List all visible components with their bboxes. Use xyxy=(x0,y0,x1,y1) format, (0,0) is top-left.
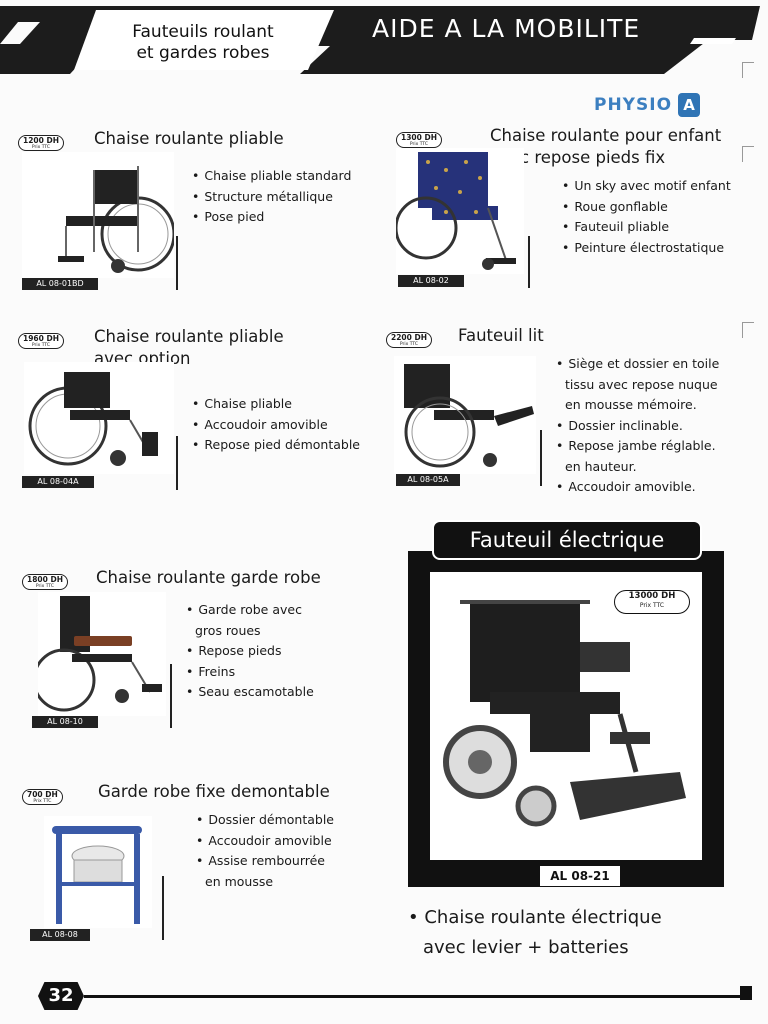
feature-list: Garde robe avec gros roues Repose pieds … xyxy=(186,600,314,703)
feature-item: Seau escamotable xyxy=(186,682,313,703)
brand-name: PHYSIO xyxy=(594,95,673,115)
page-title: AIDE A LA MOBILITE xyxy=(372,14,641,43)
feature-item: en mousse xyxy=(205,873,274,889)
feature-item: tissu avec repose nuque xyxy=(565,376,718,392)
feature-item: Repose pieds xyxy=(186,641,314,662)
feature-item: en mousse mémoire. xyxy=(565,397,697,412)
divider xyxy=(528,236,530,288)
divider xyxy=(176,236,178,290)
feature-item: Pose pied xyxy=(192,207,351,228)
product-code: AL 08-04A xyxy=(22,476,94,488)
feature-list: Siège et dossier en toile tissu avec rep… xyxy=(556,354,719,498)
category-title: Fauteuils roulant et gardes robes xyxy=(108,22,298,64)
product-code: AL 08-05A xyxy=(396,474,460,486)
feature-list: Dossier démontable Accoudoir amovible As… xyxy=(196,810,334,892)
category-line-1: Fauteuils roulant xyxy=(132,22,274,42)
feature-item: Chaise pliable xyxy=(192,394,360,415)
product-code: AL 08-21 xyxy=(540,866,620,886)
feature-item: Repose jambe réglable. xyxy=(556,436,719,457)
commode-chair-image xyxy=(44,816,152,928)
brand-badge-icon: A xyxy=(678,93,701,117)
product-code: AL 08-10 xyxy=(32,716,98,728)
feature-item: Peinture électrostatique xyxy=(562,238,731,259)
electric-wheelchair-image xyxy=(443,600,686,827)
margin-mark xyxy=(742,146,754,162)
child-wheelchair-image xyxy=(396,148,524,274)
margin-mark xyxy=(742,322,754,338)
feature-list: Chaise pliable standard Structure métall… xyxy=(192,166,351,228)
feature-item: Assise rembourrée xyxy=(196,851,334,872)
feature-item: Garde robe avec xyxy=(186,600,314,621)
footer-line xyxy=(84,995,740,998)
category-line-2: et gardes robes xyxy=(136,43,270,63)
feature-item: Siège et dossier en toile xyxy=(556,354,719,375)
product-code: AL 08-08 xyxy=(30,929,90,941)
divider xyxy=(162,876,164,940)
feature-list: Chaise pliable Accoudoir amovible Repose… xyxy=(192,394,360,456)
feature-item: Accoudoir amovible xyxy=(192,415,360,436)
product-title: Fauteuil lit xyxy=(458,326,544,345)
feature-item: Freins xyxy=(186,662,314,683)
feature-item: Dossier démontable xyxy=(196,810,334,831)
feature-item: gros roues xyxy=(195,622,261,638)
feature-item: Structure métallique xyxy=(192,187,351,208)
header-banner xyxy=(0,6,760,74)
footer-mark xyxy=(740,986,752,1000)
product-code: AL 08-02 xyxy=(398,275,464,287)
divider xyxy=(540,430,542,486)
feature-item: Fauteuil pliable xyxy=(562,217,731,238)
feature-item: Accoudoir amovible xyxy=(196,831,334,852)
product-code: AL 08-01BD xyxy=(22,278,98,290)
divider xyxy=(170,664,172,728)
feature-item: Dossier inclinable. xyxy=(556,416,719,437)
product-title: Chaise roulante garde robe xyxy=(96,568,321,587)
product-title: Chaise roulante pliable xyxy=(94,129,284,148)
electric-wheelchair-title: Fauteuil électrique xyxy=(432,520,702,560)
electric-wheelchair-description: • Chaise roulante électrique avec levier… xyxy=(408,907,662,958)
brand-logo: PHYSIO A xyxy=(594,90,701,120)
page-number: 32 xyxy=(38,982,84,1010)
feature-list: Un sky avec motif enfant Roue gonflable … xyxy=(562,176,731,259)
feature-item: Repose pied démontable xyxy=(192,435,360,456)
feature-item: Roue gonflable xyxy=(562,197,731,218)
feature-item: Chaise pliable standard xyxy=(192,166,351,187)
feature-item: Accoudoir amovible. xyxy=(556,477,719,498)
feature-item: Un sky avec motif enfant xyxy=(562,176,730,197)
margin-mark xyxy=(742,62,754,78)
wheelchair-with-options-image xyxy=(24,362,174,474)
divider xyxy=(176,436,178,490)
feature-item: en hauteur. xyxy=(565,458,637,474)
folding-wheelchair-image xyxy=(22,152,174,278)
product-title: Garde robe fixe demontable xyxy=(98,782,330,801)
reclining-wheelchair-image xyxy=(394,356,536,474)
commode-wheelchair-image xyxy=(38,592,166,716)
